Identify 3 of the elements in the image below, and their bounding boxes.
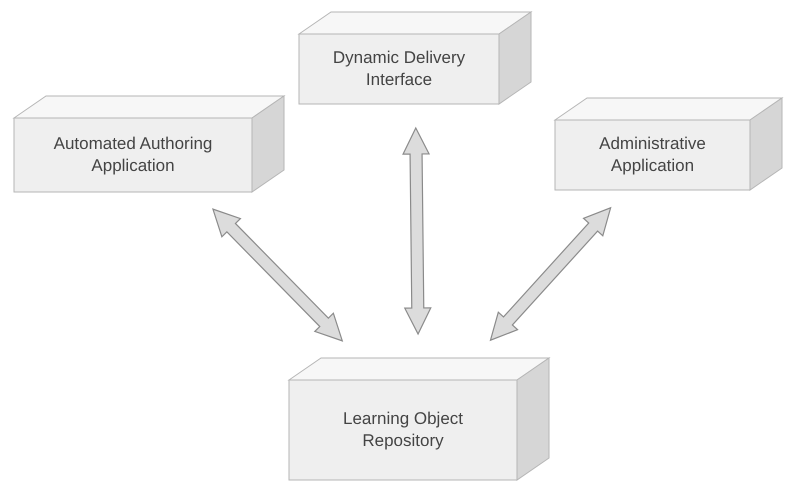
double-arrow	[490, 206, 612, 342]
double-arrow	[402, 126, 432, 336]
double-arrow	[212, 208, 344, 342]
